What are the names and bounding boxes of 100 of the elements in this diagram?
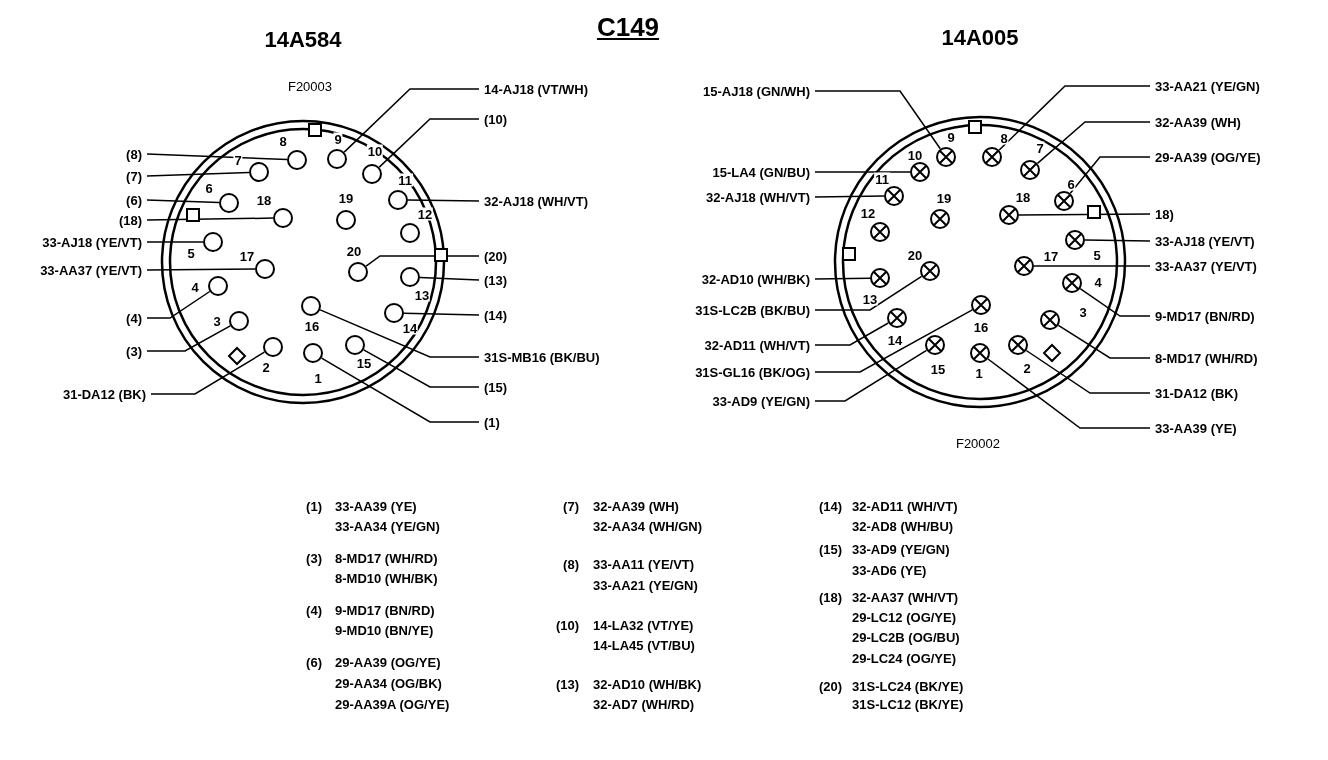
pin-reference: (8) (563, 556, 579, 572)
leader-line (814, 277, 871, 280)
leader-line (146, 268, 256, 271)
wire-code: 33-AA21 (YE/GN) (593, 577, 698, 593)
pin-number: 14 (401, 321, 419, 335)
wire-label: 33-AA21 (YE/GN) (1155, 78, 1260, 94)
wire-label: (3) (126, 343, 142, 359)
wire-label: 32-AD11 (WH/VT) (704, 337, 810, 353)
leader-line (343, 88, 480, 153)
wire-label: 33-AJ18 (YE/VT) (42, 234, 142, 250)
pin-number: 13 (413, 288, 431, 302)
wire-code: 8-MD17 (WH/RD) (335, 550, 438, 566)
leader-line (407, 199, 480, 202)
wire-code: 9-MD17 (BN/RD) (335, 602, 435, 618)
pin-number: 13 (861, 292, 879, 306)
wire-code: 14-LA45 (VT/BU) (593, 637, 695, 653)
wire-code: 32-AD11 (WH/VT) (852, 498, 958, 514)
wire-label: 31-DA12 (BK) (62, 386, 146, 402)
leader-line (365, 255, 480, 267)
wire-label: 33-AA37 (YE/VT) (1155, 258, 1257, 274)
pin-number: 16 (972, 320, 990, 334)
wire-label: 32-AJ18 (WH/VT) (484, 193, 589, 209)
wire-code: 29-LC24 (OG/YE) (852, 650, 957, 666)
pin-number: 5 (1092, 248, 1102, 262)
wire-label: (4) (126, 310, 142, 326)
pin-reference: (3) (306, 550, 322, 566)
pin-number: 15 (355, 356, 373, 370)
leader-line (814, 349, 928, 402)
wire-code: 32-AA37 (WH/VT) (852, 589, 959, 605)
pin-number: 4 (1093, 275, 1103, 289)
wire-code: 32-AD10 (WH/BK) (593, 676, 702, 692)
leader-line (1025, 349, 1151, 394)
leader-line (146, 199, 220, 204)
wire-label: (7) (126, 168, 142, 184)
wire-code: 31S-LC24 (BK/YE) (852, 678, 964, 694)
pin-number: 16 (303, 319, 321, 333)
pin-number: 19 (935, 191, 953, 205)
pin-number: 7 (1035, 141, 1045, 155)
pin-number: 14 (886, 333, 904, 347)
leader-line (814, 90, 942, 150)
pin-reference: (10) (555, 617, 579, 633)
leader-line (150, 351, 266, 395)
leader-line (146, 325, 232, 352)
wire-label: 14-AJ18 (VT/WH) (484, 81, 589, 97)
wire-label: (15) (484, 379, 508, 395)
wire-code: 33-AA34 (YE/GN) (335, 518, 440, 534)
leader-line (1018, 213, 1151, 216)
leader-line (814, 309, 974, 373)
wire-code: 33-AA11 (YE/VT) (593, 556, 695, 572)
wire-label: (1) (484, 414, 500, 430)
wire-label: 33-AA37 (YE/VT) (40, 262, 142, 278)
pin-number: 3 (212, 314, 222, 328)
wire-code: 32-AA39 (WH) (593, 498, 679, 514)
leader-line (403, 312, 480, 316)
wire-label: (20) (484, 248, 508, 264)
pin-number: 7 (233, 153, 243, 167)
wire-label: 32-AJ18 (WH/VT) (705, 189, 810, 205)
pin-number: 18 (1014, 190, 1032, 204)
leader-line (146, 217, 274, 221)
pin-reference: (18) (818, 589, 842, 605)
wire-label: (6) (126, 192, 142, 208)
wire-label: 29-AA39 (OG/YE) (1155, 149, 1261, 165)
leader-line (146, 290, 211, 319)
pin-number: 12 (859, 206, 877, 220)
leader-line (1079, 287, 1151, 317)
part-number: F20003 (287, 78, 333, 94)
leader-line (146, 241, 204, 243)
pin-number: 6 (204, 181, 214, 195)
wire-label: 18) (1155, 206, 1174, 222)
wire-code: 29-AA39 (OG/YE) (335, 654, 441, 670)
leader-line (146, 171, 250, 177)
wire-code: 31S-LC12 (BK/YE) (852, 696, 964, 712)
wire-label: 9-MD17 (BN/RD) (1155, 308, 1255, 324)
wire-label: 15-LA4 (GN/BU) (712, 164, 810, 180)
pin-reference: (1) (306, 498, 322, 514)
leader-line (1069, 156, 1151, 195)
pin-reference: (20) (818, 678, 842, 694)
pin-number: 3 (1078, 305, 1088, 319)
wire-label: (13) (484, 272, 508, 288)
wire-label: 15-AJ18 (GN/WH) (703, 83, 810, 99)
wire-code: 33-AD9 (YE/GN) (852, 541, 950, 557)
leader-line (814, 275, 923, 311)
leader-line (814, 195, 885, 198)
pin-reference: (7) (563, 498, 579, 514)
connector-heading: 14A584 (264, 27, 342, 53)
wire-code: 8-MD10 (WH/BK) (335, 570, 438, 586)
pin-number: 15 (929, 362, 947, 376)
leader-line (814, 322, 890, 346)
leader-line (362, 349, 480, 388)
wire-label: 33-AJ18 (YE/VT) (1155, 233, 1255, 249)
leader-line (814, 171, 911, 173)
wire-label: (8) (126, 146, 142, 162)
wire-code: 29-LC2B (OG/BU) (852, 629, 960, 645)
pin-reference: (4) (306, 602, 322, 618)
wire-code: 32-AD8 (WH/BU) (852, 518, 954, 534)
pin-number: 10 (906, 148, 924, 162)
wire-label: 32-AD10 (WH/BK) (701, 271, 810, 287)
pin-number: 20 (906, 248, 924, 262)
wire-code: 32-AA34 (WH/GN) (593, 518, 703, 534)
wire-code: 9-MD10 (BN/YE) (335, 622, 434, 638)
